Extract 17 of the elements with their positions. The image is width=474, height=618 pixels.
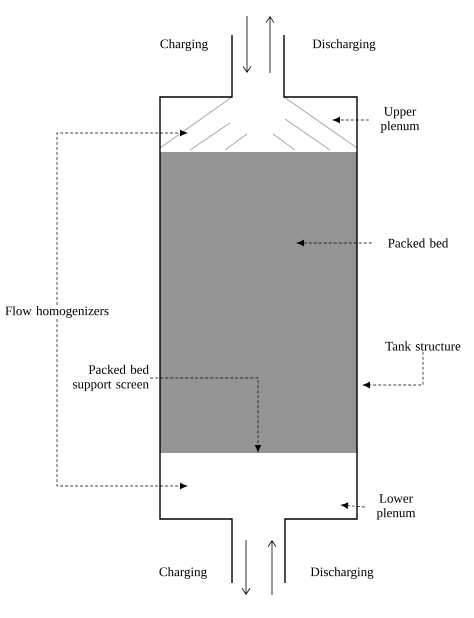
part-label: Packed bed [388, 238, 448, 248]
leader-line [56, 130, 188, 306]
leader-line [296, 240, 372, 246]
leader-line [362, 351, 424, 388]
part-label: Tank structure [385, 341, 460, 351]
part-label: Packed bed support screen [73, 364, 149, 392]
part-label: Flow homogenizers [5, 306, 109, 318]
leader-line [332, 116, 370, 124]
leader-line [340, 502, 366, 509]
part-label: Lower plenum [376, 494, 416, 520]
flow-label: Discharging [310, 567, 374, 579]
part-label: Upper plenum [380, 107, 420, 133]
flow-label: Discharging [312, 39, 376, 51]
flow-label: Charging [160, 39, 208, 51]
flow-label: Charging [159, 567, 207, 579]
leader-line [150, 378, 262, 452]
leader-line [56, 318, 188, 490]
